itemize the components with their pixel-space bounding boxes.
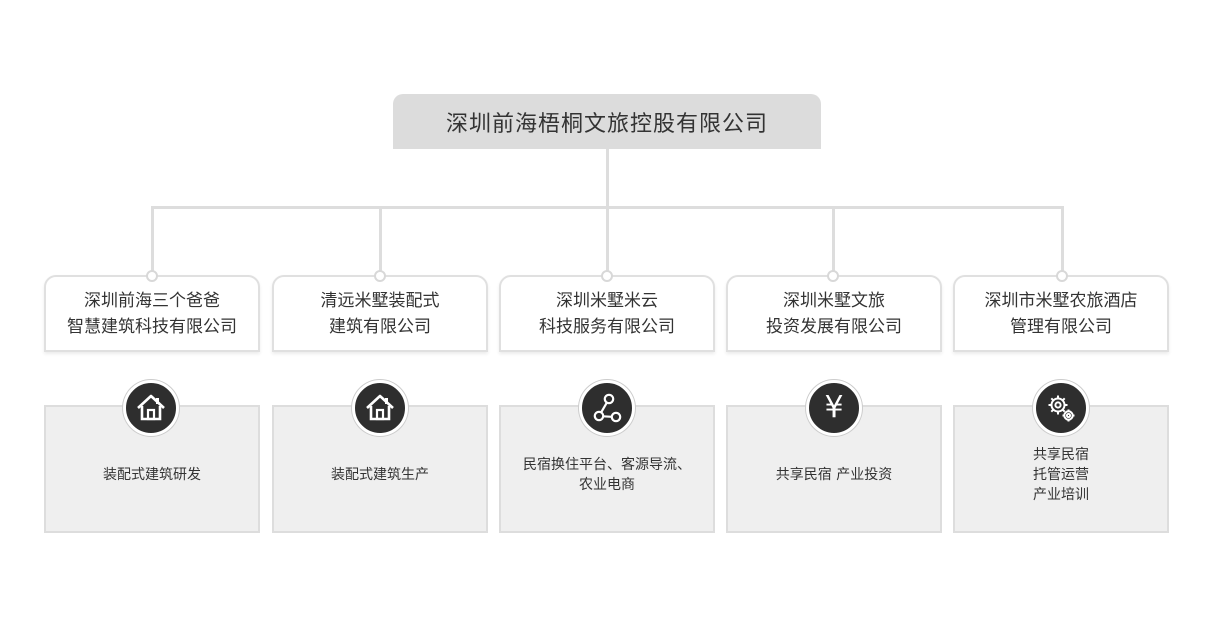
- business-box-2: 装配式建筑生产: [272, 405, 488, 533]
- subsidiary-name-line: 投资发展有限公司: [766, 316, 902, 337]
- subsidiary-name-line: 深圳米墅米云: [556, 290, 658, 311]
- subsidiary-name-line: 清远米墅装配式: [320, 290, 440, 311]
- business-line: 装配式建筑生产: [331, 467, 429, 483]
- business-line: 共享民宿 产业投资: [775, 467, 893, 483]
- connector-dot-1: [146, 270, 158, 282]
- branch-line-5: [1061, 206, 1064, 276]
- share-network-icon: [579, 380, 635, 436]
- business-line: 农业电商: [579, 477, 635, 493]
- connector-dot-4: [827, 270, 839, 282]
- house-icon: [352, 380, 408, 436]
- subsidiary-name-line: 科技服务有限公司: [539, 316, 675, 337]
- connector-dot-3: [601, 270, 613, 282]
- subsidiary-name-line: 管理有限公司: [1010, 316, 1112, 337]
- gears-icon: [1033, 380, 1089, 436]
- business-line: 产业培训: [1033, 487, 1089, 503]
- business-line: 装配式建筑研发: [103, 467, 201, 483]
- connector-dot-2: [374, 270, 386, 282]
- house-icon: [123, 380, 179, 436]
- root-company-name: 深圳前海梧桐文旅控股有限公司: [445, 111, 768, 137]
- connector-dot-5: [1056, 270, 1068, 282]
- branch-line-3: [606, 206, 609, 276]
- subsidiary-name-line: 深圳市米墅农旅酒店: [984, 290, 1138, 311]
- business-line: 民宿换住平台、客源导流、: [523, 457, 691, 473]
- house-icon-svg: [366, 394, 394, 421]
- gears-icon-svg: [1048, 395, 1075, 422]
- yen-icon: ¥: [806, 380, 862, 436]
- subsidiary-box-2: 清远米墅装配式 建筑有限公司: [272, 275, 488, 352]
- yen-glyph: ¥: [824, 390, 844, 425]
- subsidiary-box-1: 深圳前海三个爸爸 智慧建筑科技有限公司: [44, 275, 260, 352]
- subsidiary-name-line: 深圳前海三个爸爸: [84, 290, 220, 311]
- branch-line-2: [379, 206, 382, 276]
- subsidiary-box-3: 深圳米墅米云 科技服务有限公司: [499, 275, 715, 352]
- subsidiary-box-4: 深圳米墅文旅 投资发展有限公司: [726, 275, 942, 352]
- branch-line-1: [151, 206, 154, 276]
- subsidiary-name-line: 深圳米墅文旅: [783, 290, 885, 311]
- root-company-box: 深圳前海梧桐文旅控股有限公司: [393, 94, 821, 149]
- subsidiary-name-line: 建筑有限公司: [329, 316, 431, 337]
- business-line: 托管运营: [1033, 467, 1089, 483]
- subsidiary-box-5: 深圳市米墅农旅酒店 管理有限公司: [953, 275, 1169, 352]
- share-network-icon-svg: [593, 393, 622, 423]
- house-icon-svg: [137, 394, 165, 421]
- branch-line-4: [832, 206, 835, 276]
- business-line: 共享民宿: [1033, 447, 1089, 463]
- subsidiary-name-line: 智慧建筑科技有限公司: [67, 316, 237, 337]
- horizontal-bus-line: [151, 206, 1064, 209]
- trunk-line: [606, 149, 609, 208]
